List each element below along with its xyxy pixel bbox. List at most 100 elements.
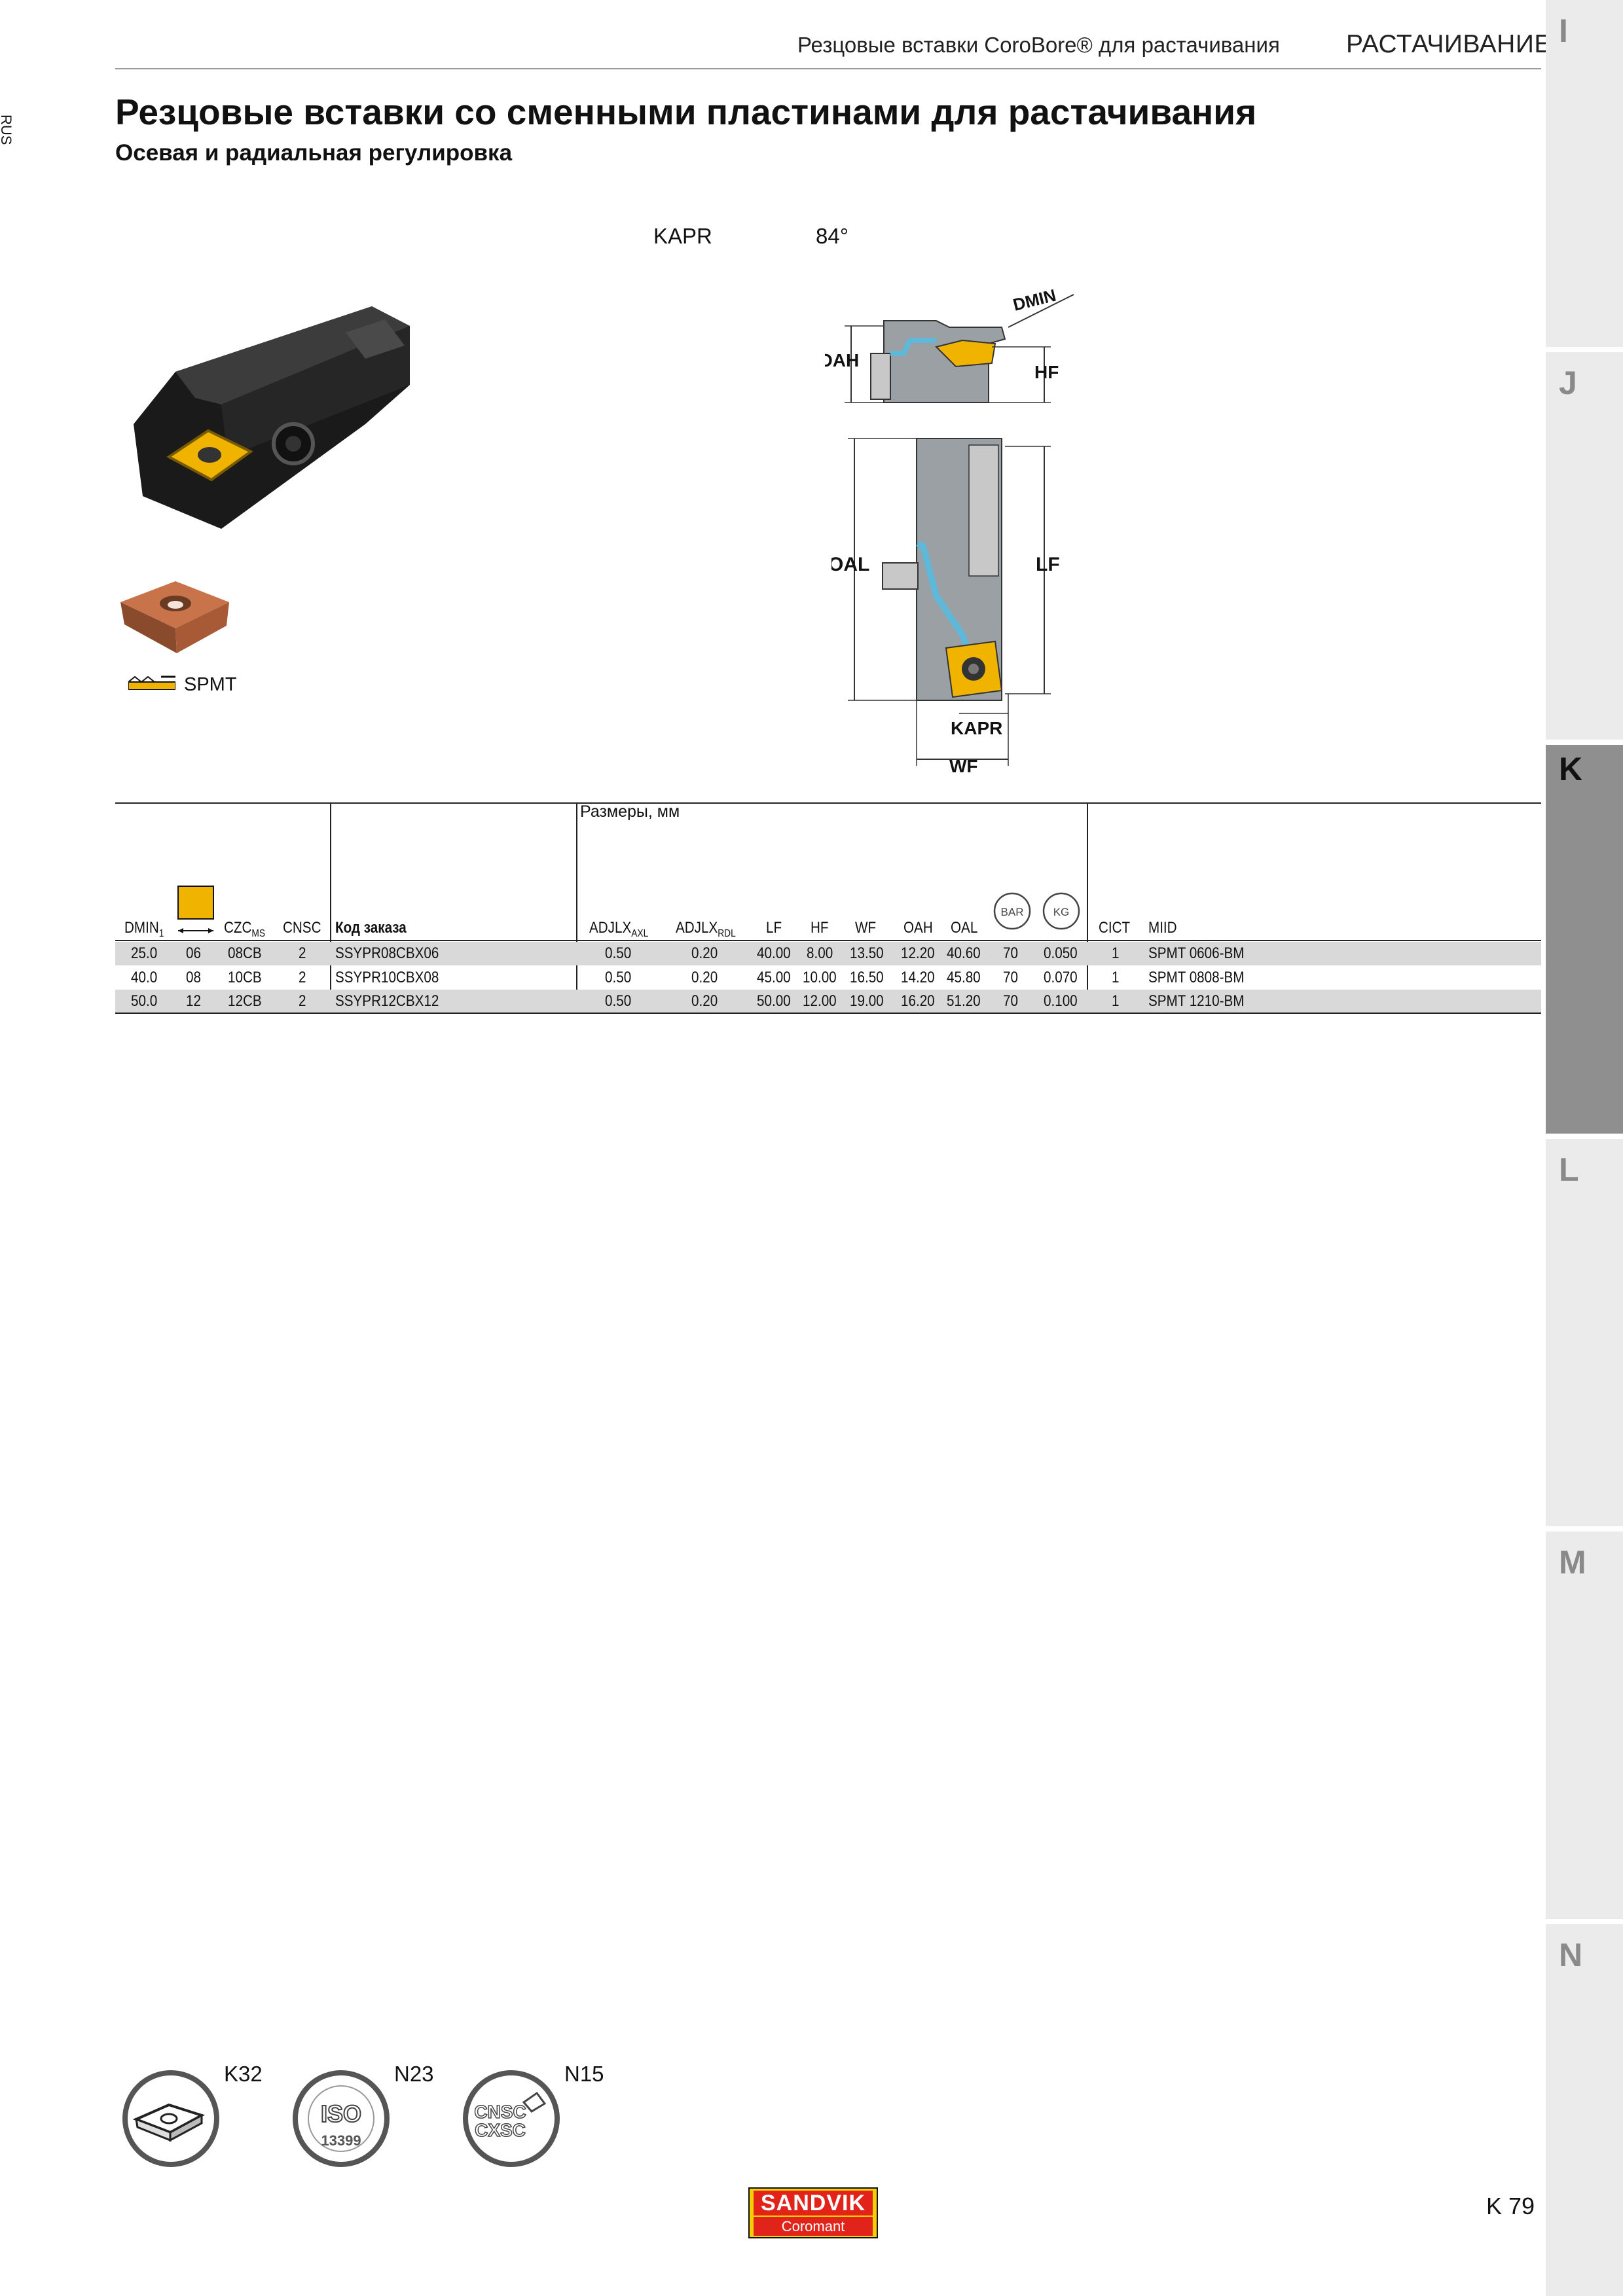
cell-lf: 45.00 <box>757 969 791 986</box>
cell-rdl: 0.20 <box>691 969 718 986</box>
tab-n[interactable]: N <box>1546 1924 1623 2296</box>
col-adjlx-axl: ADJLXAXL <box>589 919 649 939</box>
reference-k32[interactable]: K32 <box>224 2062 263 2086</box>
col-oah: OAH <box>903 919 933 937</box>
hf-label: HF <box>1034 362 1059 382</box>
reference-n23[interactable]: N23 <box>394 2062 434 2086</box>
cell-oah: 14.20 <box>901 969 935 986</box>
iso-text: ISO <box>321 2100 361 2127</box>
cell-size: 12 <box>186 992 201 1010</box>
language-code: RUS <box>0 115 14 145</box>
cxsc-text: CXSC <box>475 2120 526 2140</box>
col-hf: HF <box>811 919 829 937</box>
cell-rdl: 0.20 <box>691 944 718 962</box>
cell-hf: 8.00 <box>807 944 833 962</box>
cell-hf: 12.00 <box>803 992 837 1010</box>
cell-bar: 70 <box>1003 992 1018 1010</box>
page-number: K 79 <box>1486 2193 1535 2219</box>
reference-n15[interactable]: N15 <box>564 2062 604 2086</box>
cell-size: 08 <box>186 969 201 986</box>
cell-lf: 40.00 <box>757 944 791 962</box>
tab-letter: L <box>1559 1151 1579 1188</box>
col-order-code: Код заказа <box>335 919 407 937</box>
cnsc-cxsc-icon[interactable]: CNSC CXSC <box>461 2068 562 2169</box>
oal-label: OAL <box>831 554 869 575</box>
cell-axl: 0.50 <box>605 992 632 1010</box>
header-subsection: Резцовые вставки CoroBore® для растачива… <box>797 33 1280 57</box>
insert-size-icon <box>177 886 214 933</box>
cell-hf: 10.00 <box>803 969 837 986</box>
cell-dmin: 40.0 <box>131 969 158 986</box>
top-view-diagram: OAL LF KAPR WF <box>831 438 1060 776</box>
sandvik-coromant-logo: SANDVIK Coromant <box>748 2187 878 2238</box>
cell-oah: 12.20 <box>901 944 935 962</box>
cartridge-photo <box>134 306 410 529</box>
table-row: 40.0 08 10CB 2 SSYPR10CBX08 0.50 0.20 45… <box>115 966 1541 990</box>
oah-label: OAH <box>825 350 859 370</box>
cell-wf: 19.00 <box>850 992 884 1010</box>
logo-subbrand: Coromant <box>754 2215 873 2236</box>
cell-czc: 10CB <box>228 969 262 986</box>
iso-13399-icon[interactable]: ISO 13399 <box>291 2068 392 2169</box>
cell-cnsc: 2 <box>299 969 306 986</box>
tab-letter: K <box>1559 751 1583 787</box>
insert-icon[interactable] <box>120 2068 221 2169</box>
table-divider <box>576 802 577 1013</box>
cell-oah: 16.20 <box>901 992 935 1010</box>
page-title: Резцовые вставки со сменными пластинами … <box>115 92 1257 132</box>
cell-kg: 0.050 <box>1044 944 1078 962</box>
kapr-value: 84° <box>816 224 848 248</box>
tab-i[interactable]: I <box>1546 0 1623 347</box>
cell-miid[interactable]: SPMT 1210-BM <box>1148 992 1245 1010</box>
col-lf: LF <box>766 919 782 937</box>
tab-letter: I <box>1559 12 1568 49</box>
table-row: 50.0 12 12CB 2 SSYPR12CBX12 0.50 0.20 50… <box>115 990 1541 1013</box>
cell-czc: 08CB <box>228 944 262 962</box>
lf-label: LF <box>1036 554 1060 575</box>
cell-bar: 70 <box>1003 944 1018 962</box>
page-subtitle: Осевая и радиальная регулировка <box>115 140 513 166</box>
cell-oal: 51.20 <box>947 992 981 1010</box>
cnsc-text: CNSC <box>474 2102 526 2122</box>
header-section: РАСТАЧИВАНИЕ <box>1346 30 1552 58</box>
col-wf: WF <box>855 919 877 937</box>
logo-brand: SANDVIK <box>754 2191 873 2215</box>
tab-j[interactable]: J <box>1546 352 1623 740</box>
dimensions-group-label: Размеры, мм <box>580 802 680 821</box>
cell-miid[interactable]: SPMT 0606-BM <box>1148 944 1245 962</box>
cell-order-code[interactable]: SSYPR10CBX08 <box>335 969 439 986</box>
tab-letter: N <box>1559 1937 1583 1973</box>
cell-cnsc: 2 <box>299 944 306 962</box>
cell-wf: 16.50 <box>850 969 884 986</box>
cell-wf: 13.50 <box>850 944 884 962</box>
col-adjlx-rdl: ADJLXRDL <box>676 919 736 939</box>
cell-cnsc: 2 <box>299 992 306 1010</box>
insert-type-label: SPMT <box>184 674 237 695</box>
cell-oal: 45.80 <box>947 969 981 986</box>
cell-oal: 40.60 <box>947 944 981 962</box>
table-divider <box>1087 802 1088 1013</box>
col-cict: CICT <box>1099 919 1131 937</box>
col-czc: CZCMS <box>224 919 266 939</box>
col-oal: OAL <box>951 919 978 937</box>
wf-label: WF <box>949 756 978 776</box>
tab-letter: J <box>1559 365 1577 401</box>
tab-letter: M <box>1559 1544 1586 1581</box>
table-divider <box>330 802 331 1013</box>
cell-axl: 0.50 <box>605 944 632 962</box>
bar-pressure-icon: BAR <box>993 892 1031 930</box>
cell-kg: 0.100 <box>1044 992 1078 1010</box>
dmin-label: DMIN <box>1011 285 1058 315</box>
tab-k[interactable]: K <box>1546 745 1623 1134</box>
tab-m[interactable]: M <box>1546 1532 1623 1919</box>
cell-miid[interactable]: SPMT 0808-BM <box>1148 969 1245 986</box>
cell-cict: 1 <box>1112 992 1120 1010</box>
tab-l[interactable]: L <box>1546 1139 1623 1526</box>
cell-order-code[interactable]: SSYPR12CBX12 <box>335 992 439 1010</box>
cell-rdl: 0.20 <box>691 992 718 1010</box>
cell-bar: 70 <box>1003 969 1018 986</box>
cell-order-code[interactable]: SSYPR08CBX06 <box>335 944 439 962</box>
side-view-diagram: OAH HF DMIN <box>825 285 1074 403</box>
cell-size: 06 <box>186 944 201 962</box>
spmt-geometry-icon <box>128 675 175 690</box>
